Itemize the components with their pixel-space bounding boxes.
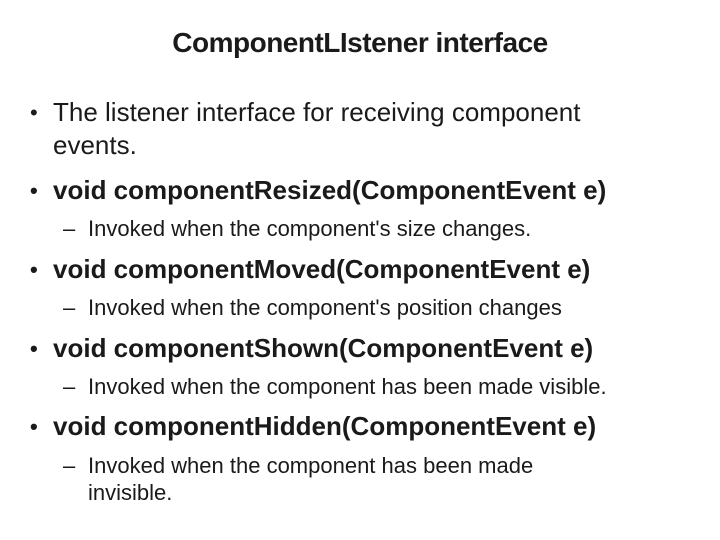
sub-bullet-item: – Invoked when the component's size chan… bbox=[30, 215, 702, 243]
bullet-item: • void componentShown(ComponentEvent e) bbox=[30, 332, 702, 365]
sub-bullet-text: Invoked when the component's size change… bbox=[88, 215, 532, 241]
dash-icon: – bbox=[63, 373, 76, 399]
bullet-item: • The listener interface for receiving c… bbox=[30, 96, 702, 162]
bullet-item: • void componentResized(ComponentEvent e… bbox=[30, 174, 702, 207]
bullet-icon: • bbox=[30, 414, 38, 440]
sub-bullet-text: Invoked when the component has been made… bbox=[88, 373, 607, 399]
sub-bullet-item: – Invoked when the component has been ma… bbox=[30, 373, 702, 401]
sub-bullet-text: Invoked when the component's position ch… bbox=[88, 294, 562, 320]
sub-bullet-item: – Invoked when the component has been ma… bbox=[30, 452, 702, 508]
sub-bullet-item: – Invoked when the component's position … bbox=[30, 294, 702, 322]
bullet-text: void componentResized(ComponentEvent e) bbox=[53, 174, 607, 205]
slide-title: ComponentLIstener interface bbox=[172, 27, 548, 58]
bullet-icon: • bbox=[30, 256, 38, 282]
bullet-item: • void componentHidden(ComponentEvent e) bbox=[30, 410, 702, 443]
sub-bullet-text: Invoked when the component has been made… bbox=[88, 452, 534, 506]
dash-icon: – bbox=[63, 452, 76, 478]
bullet-text: void componentMoved(ComponentEvent e) bbox=[53, 253, 591, 284]
bullet-text: void componentHidden(ComponentEvent e) bbox=[53, 411, 597, 442]
bullet-item: • void componentMoved(ComponentEvent e) bbox=[30, 253, 702, 286]
bullet-icon: • bbox=[30, 99, 38, 125]
slide-body: • The listener interface for receiving c… bbox=[0, 60, 720, 508]
bullet-icon: • bbox=[30, 335, 38, 361]
dash-icon: – bbox=[63, 294, 76, 320]
bullet-icon: • bbox=[30, 177, 38, 203]
dash-icon: – bbox=[63, 215, 76, 241]
bullet-text: void componentShown(ComponentEvent e) bbox=[53, 332, 594, 363]
bullet-text: The listener interface for receiving com… bbox=[53, 96, 581, 160]
